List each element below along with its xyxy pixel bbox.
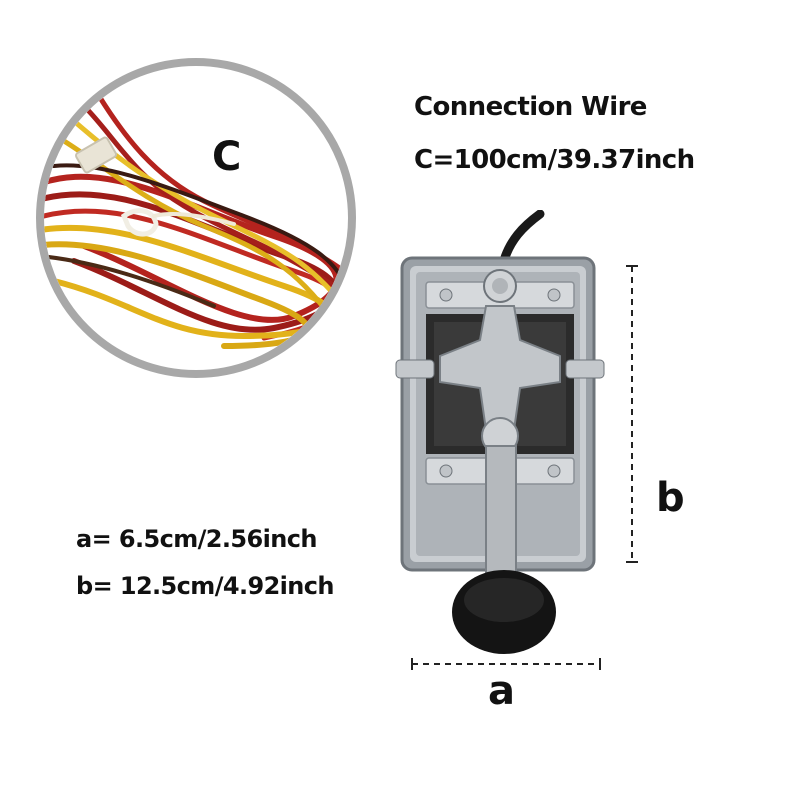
label-c: C (212, 134, 242, 180)
dimension-b-spec: b= 12.5cm/4.92inch (76, 572, 335, 600)
coiled-wire-illustration (44, 93, 347, 349)
wire-closeup-circle (36, 58, 356, 378)
wire-length-spec: C=100cm/39.37inch (414, 145, 695, 175)
dimension-line-a (411, 658, 601, 670)
telegraph-key-illustration (395, 210, 605, 654)
telegraph-key-image (390, 210, 630, 660)
dimension-a-spec: a= 6.5cm/2.56inch (76, 525, 317, 553)
dimension-line-b (626, 265, 638, 563)
wire-title: Connection Wire (414, 92, 647, 122)
label-b: b (656, 475, 685, 521)
label-a: a (488, 668, 515, 714)
